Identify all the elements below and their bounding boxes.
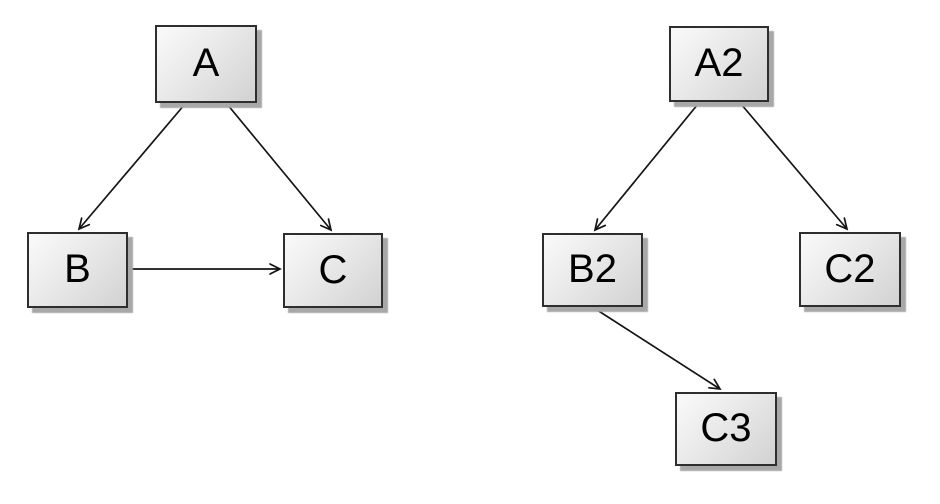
node-label: B bbox=[64, 247, 91, 291]
node-label: A2 bbox=[694, 41, 744, 85]
node-C[interactable]: C bbox=[283, 233, 383, 308]
node-B[interactable]: B bbox=[27, 232, 128, 308]
node-A2[interactable]: A2 bbox=[669, 26, 769, 102]
edge-B2-C3[interactable] bbox=[593, 307, 722, 391]
node-label: C bbox=[318, 247, 348, 292]
edge-A-C[interactable] bbox=[226, 103, 333, 232]
edge-A-B[interactable] bbox=[77, 103, 186, 231]
node-A[interactable]: A bbox=[155, 25, 257, 103]
edge-A2-C2[interactable] bbox=[740, 103, 849, 231]
node-label: A bbox=[192, 41, 220, 85]
edge-A2-B2[interactable] bbox=[593, 103, 699, 232]
node-label: C2 bbox=[824, 246, 876, 291]
node-label: B2 bbox=[568, 247, 617, 291]
node-C3[interactable]: C3 bbox=[675, 392, 777, 466]
node-C2[interactable]: C2 bbox=[799, 232, 901, 307]
edges-group bbox=[77, 103, 849, 391]
node-B2[interactable]: B2 bbox=[542, 233, 643, 307]
node-label: C3 bbox=[700, 406, 752, 450]
